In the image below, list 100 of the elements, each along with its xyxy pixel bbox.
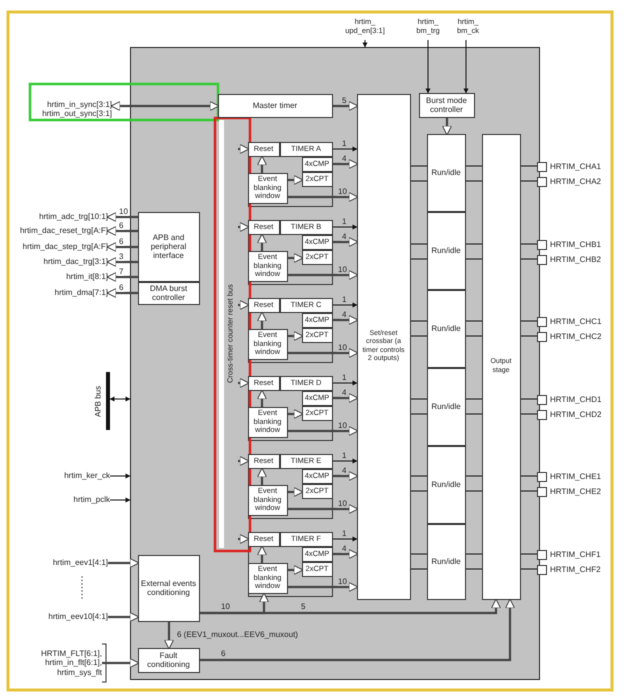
connector-line xyxy=(466,258,482,260)
timer-frame xyxy=(248,454,332,518)
arrow xyxy=(110,396,130,402)
edge-label: 10 xyxy=(220,602,231,611)
signal-label: hrtim_dma[7:1] xyxy=(2,287,108,299)
pin-label: HRTIM_CHE1 xyxy=(550,472,601,482)
edge-label: 6 xyxy=(118,283,124,292)
edge-label: 4 xyxy=(341,232,348,241)
arrow xyxy=(288,192,358,202)
arrow xyxy=(108,612,140,622)
signal-label: hrtim_it[8:1] xyxy=(2,271,108,283)
signal-label: hrtim_ker_ck xyxy=(30,470,110,482)
arrow xyxy=(332,224,358,230)
edge-label: 6 (EEV1_muxout...EEV6_muxout) xyxy=(176,630,299,639)
arrow xyxy=(257,312,267,329)
arrow xyxy=(257,468,267,485)
block-box: External events conditioning xyxy=(138,554,200,622)
edge-label: 7 xyxy=(118,267,124,276)
arrow xyxy=(333,101,358,111)
connector-line xyxy=(410,568,428,570)
arrow xyxy=(288,409,304,419)
timer-frame xyxy=(248,142,332,206)
pin-label: HRTIM_CHA1 xyxy=(550,162,601,172)
arrow xyxy=(332,458,358,464)
arrow xyxy=(333,159,358,169)
arrow xyxy=(257,546,267,563)
connector-line xyxy=(410,180,428,182)
signal-label: hrtim_dac_step_trg[A:F] xyxy=(2,241,108,253)
arrow xyxy=(362,40,368,48)
pin-label: HRTIM_CHF1 xyxy=(550,550,601,560)
arrow xyxy=(333,549,358,559)
pin-label: HRTIM_CHB2 xyxy=(550,254,601,264)
arrow xyxy=(238,222,250,232)
arrow xyxy=(238,144,250,154)
arrow xyxy=(288,348,358,358)
arrow xyxy=(288,253,304,263)
signal-label: hrtim_out_sync[3:1] xyxy=(42,108,112,118)
arrow xyxy=(288,331,304,341)
signal-label: hrtim_adc_trg[10:1] xyxy=(2,211,108,223)
connector-line xyxy=(466,180,482,182)
arrow xyxy=(106,212,138,222)
edge-label: 4 xyxy=(341,388,348,397)
timer-frame xyxy=(248,220,332,284)
block-box: Run/idle xyxy=(426,212,466,290)
edge-label: 10 xyxy=(337,265,348,274)
connector-line xyxy=(520,320,538,322)
connector-line xyxy=(410,490,428,492)
arrow xyxy=(110,101,220,111)
arrow xyxy=(106,226,138,236)
arrow xyxy=(238,534,250,544)
arrow xyxy=(333,315,358,325)
edge-label: 10 xyxy=(337,499,348,508)
edge-label: 5 xyxy=(300,602,306,611)
connector-line xyxy=(466,320,482,322)
connector-line xyxy=(520,568,538,570)
pin-label: HRTIM_CHF2 xyxy=(550,564,601,574)
arrow xyxy=(257,234,267,251)
arrow xyxy=(333,237,358,247)
arrow xyxy=(426,40,430,94)
signal-label: hrtim_in_sync[3:1] xyxy=(47,100,112,109)
chip-block xyxy=(130,47,540,680)
connector-line xyxy=(410,320,428,322)
connector-line xyxy=(520,258,538,260)
arrow xyxy=(200,598,515,662)
connector-line xyxy=(520,490,538,492)
signal-label: hrtim_eev1[4:1] xyxy=(18,557,108,569)
pin-label: HRTIM_CHE2 xyxy=(550,486,601,496)
edge-label: 6 xyxy=(220,649,226,658)
arrow xyxy=(106,257,138,267)
block-box: Master timer xyxy=(218,94,332,118)
block-box: APB and peripheral interface xyxy=(138,212,200,282)
arrow xyxy=(108,558,140,568)
connector-line xyxy=(520,398,538,400)
edge-label: 1 xyxy=(341,451,348,460)
arrow xyxy=(332,380,358,386)
block-box: Run/idle xyxy=(426,290,466,368)
arrow xyxy=(200,598,501,614)
edge-label: 4 xyxy=(341,154,348,163)
arrow xyxy=(238,378,250,388)
connector-line xyxy=(520,180,538,182)
edge-label: 1 xyxy=(341,295,348,304)
edge-label: 1 xyxy=(341,217,348,226)
signal-label: hrtim_dac_reset_trg[A:F] xyxy=(2,225,108,237)
arrow xyxy=(288,565,304,575)
edge-label: 4 xyxy=(341,310,348,319)
arrow xyxy=(332,146,358,152)
block-box: Fault conditioning xyxy=(138,648,200,672)
pin-label: HRTIM_CHB1 xyxy=(550,240,601,250)
signal-label: hrtim_eev10[4:1] xyxy=(18,611,108,623)
pin-label: HRTIM_CHD1 xyxy=(550,394,602,404)
arrow xyxy=(333,471,358,481)
arrow xyxy=(288,175,304,185)
arrow xyxy=(164,622,174,650)
arrow xyxy=(332,302,358,308)
arrow xyxy=(288,426,358,436)
edge-label: 1 xyxy=(341,139,348,148)
arrow xyxy=(110,498,130,502)
edge-label: 1 xyxy=(341,373,348,382)
arrow xyxy=(288,582,358,592)
connector-line xyxy=(466,490,482,492)
